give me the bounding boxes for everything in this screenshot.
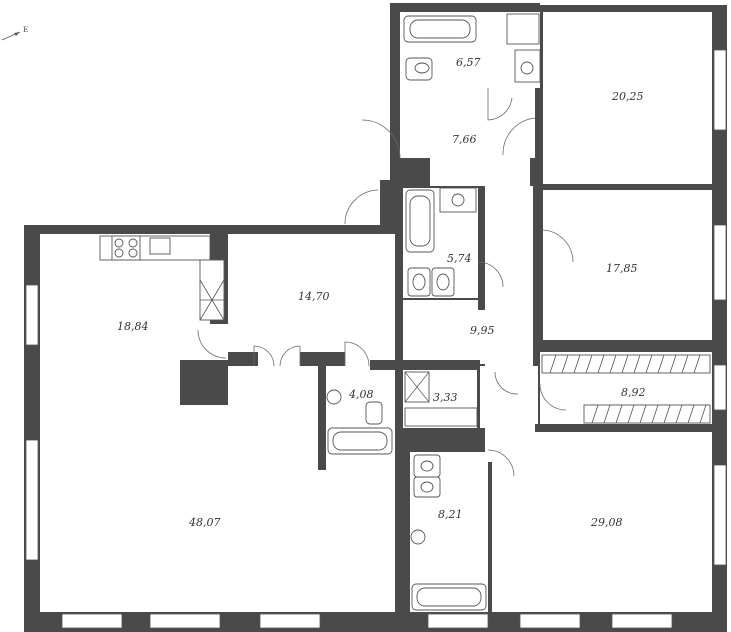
shower-icon (506, 13, 540, 45)
fixtures (99, 13, 711, 611)
toilet-icon (365, 401, 383, 425)
sink-icon (410, 529, 426, 545)
room-area-hall-upper: 7,66 (452, 133, 477, 146)
room-area-bedroom-right: 17,85 (606, 262, 638, 275)
room-area-wardrobe: 8,92 (621, 386, 646, 399)
fridge-icon (199, 259, 225, 321)
room-area-living-room: 48,07 (188, 516, 221, 529)
compass-arrow-icon (1, 31, 21, 41)
wardrobe-rack-lower (583, 404, 711, 424)
laundry-shelf (404, 407, 478, 427)
wardrobe-rack-upper (541, 354, 711, 374)
partitions (180, 234, 715, 632)
doors (197, 88, 574, 477)
room-area-bath-top: 6,57 (456, 56, 481, 69)
room-area-corridor: 9,95 (470, 324, 495, 337)
windows (25, 49, 727, 629)
room-area-bath-bottom: 8,21 (438, 508, 463, 521)
room-area-laundry: 3,33 (433, 391, 458, 404)
room-area-wc: 4,08 (348, 388, 374, 401)
compass-label: E (23, 26, 28, 34)
room-area-bedroom-bottom-right: 29,08 (590, 516, 623, 529)
room-area-hall-central: 14,70 (298, 290, 330, 303)
room-area-kitchen: 18,84 (117, 320, 149, 333)
kitchen-sink-icon (149, 237, 171, 255)
sink-icon (326, 389, 342, 405)
room-area-bedroom-top-right: 20,25 (611, 90, 644, 103)
room-area-bath-middle: 5,74 (447, 252, 472, 265)
sink-icon (439, 187, 477, 213)
room-labels: 6,57 20,25 7,66 5,74 17,85 14,70 18,84 9… (117, 56, 646, 529)
